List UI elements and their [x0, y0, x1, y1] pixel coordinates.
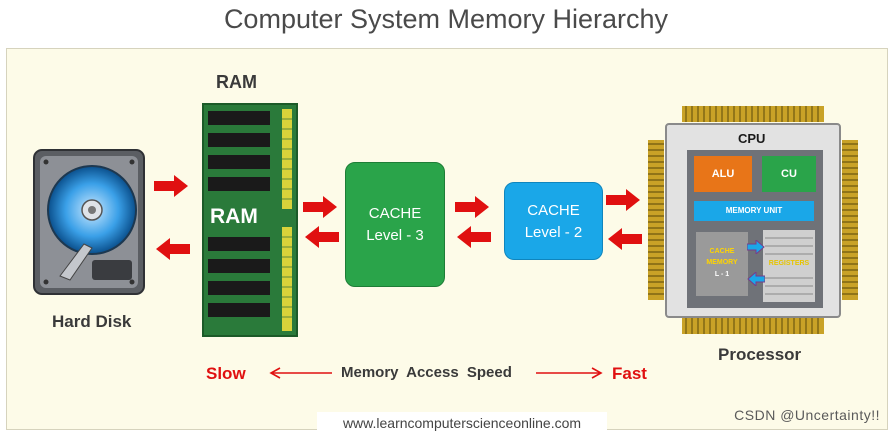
credit-watermark: CSDN @Uncertainty!! [734, 407, 880, 423]
website-url: www.learncomputerscienceonline.com [317, 412, 607, 434]
arrow-right-icon [536, 367, 603, 379]
diagram-title: Computer System Memory Hierarchy [223, 4, 669, 34]
cu-block: CU [762, 156, 816, 192]
registers-block: REGISTERS [763, 230, 815, 302]
registers-label: REGISTERS [768, 260, 810, 267]
ram-chips-icon [208, 109, 292, 331]
arrow-left-icon [156, 238, 190, 260]
cache-l3-line2: Level - 3 [366, 227, 424, 244]
cache-l3-line1: CACHE [368, 205, 422, 222]
cache-l1-line2: MEMORY [706, 259, 738, 266]
cache-level-2-box: CACHE Level - 2 [504, 182, 603, 260]
register-lines-icon [765, 237, 813, 295]
hard-disk-icon [33, 149, 145, 295]
arrow-left-icon [608, 228, 642, 250]
arrow-right-icon [455, 196, 489, 218]
cache-l1-line3: L - 1 [714, 271, 730, 278]
arrow-left-icon [457, 226, 491, 248]
arrow-right-icon [606, 189, 640, 211]
ram-label: RAM [216, 72, 257, 92]
cache-l1-line1: CACHE [709, 248, 735, 255]
memory-unit-block: MEMORY UNIT [694, 201, 814, 221]
speed-slow-label: Slow [206, 364, 246, 383]
arrow-right-icon [154, 175, 188, 197]
arrow-left-icon [747, 272, 765, 286]
processor-label: Processor [718, 345, 802, 364]
cache-l2-line2: Level - 2 [524, 224, 583, 241]
hard-disk-label: Hard Disk [52, 312, 132, 331]
ram-chip-text: RAM [210, 205, 258, 228]
cpu-pins-icon [648, 106, 858, 334]
memory-access-speed-label: Memory Access Speed [341, 364, 512, 381]
cpu-label: CPU [738, 131, 766, 146]
cache-l1-block: CACHE MEMORY L - 1 [696, 232, 748, 296]
arrow-right-icon [303, 196, 337, 218]
speed-fast-label: Fast [612, 364, 647, 383]
arrow-right-icon [747, 240, 765, 254]
arrow-left-icon [305, 226, 339, 248]
cache-l2-line1: CACHE [527, 202, 580, 219]
alu-block: ALU [694, 156, 752, 192]
arrow-left-icon [269, 367, 332, 379]
cache-level-3-box: CACHE Level - 3 [345, 162, 445, 287]
